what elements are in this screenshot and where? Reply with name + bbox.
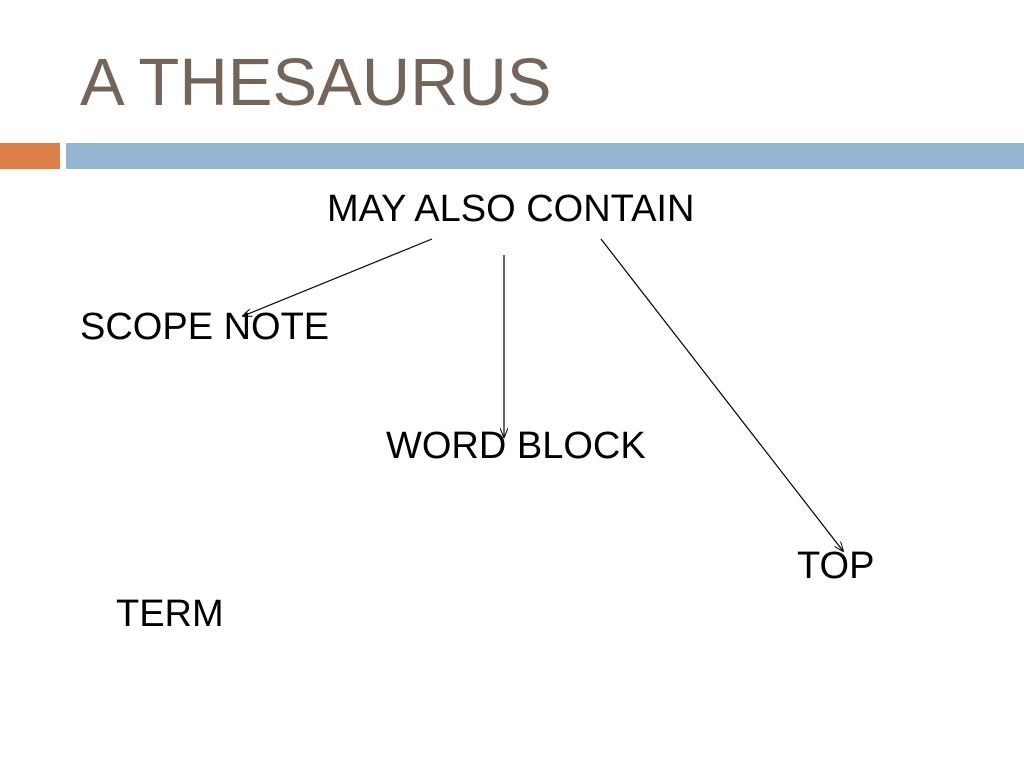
accent-bar-blue xyxy=(66,143,1024,169)
accent-bar-orange xyxy=(0,143,60,169)
item-term: TERM xyxy=(116,593,224,635)
item-top: TOP xyxy=(797,545,875,587)
heading-may-also-contain: MAY ALSO CONTAIN xyxy=(327,188,695,230)
arrow-to-scope-note xyxy=(243,238,433,316)
slide-title: A THESAURUS xyxy=(80,45,552,120)
item-scope-note: SCOPE NOTE xyxy=(80,306,330,348)
arrow-to-top xyxy=(600,238,843,551)
item-word-block: WORD BLOCK xyxy=(386,425,646,467)
